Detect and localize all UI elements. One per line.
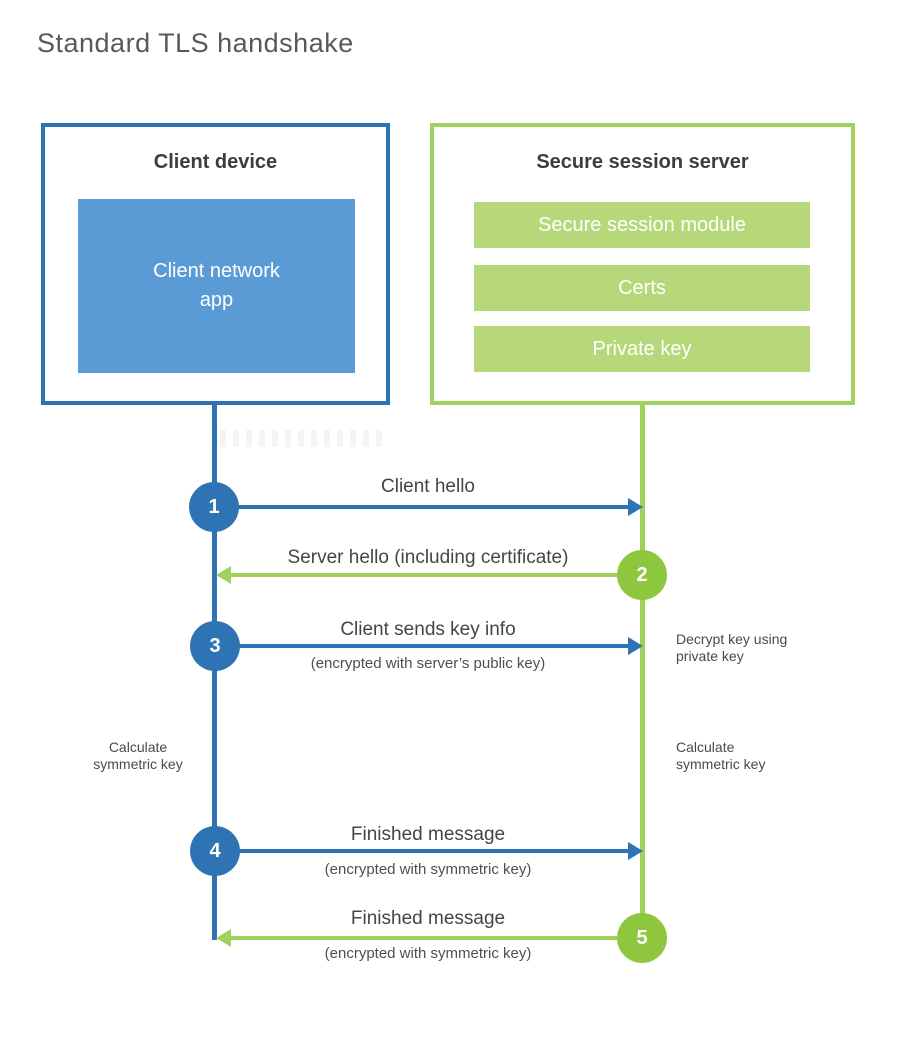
- step-circle-1: 1: [189, 482, 239, 532]
- server-module-certs: Certs: [474, 265, 810, 311]
- message-sublabel-key-info: (encrypted with server’s public key): [310, 655, 546, 672]
- arrow-line-step3: [214, 644, 628, 648]
- server-module-secure-session: Secure session module: [474, 202, 810, 248]
- message-label-finished-server: Finished message: [350, 908, 506, 929]
- client-lifeline: [212, 405, 217, 940]
- message-label-key-info: Client sends key info: [340, 619, 516, 640]
- step-circle-5: 5: [617, 913, 667, 963]
- page-title: Standard TLS handshake: [37, 28, 354, 58]
- server-module-private-key: Private key: [474, 326, 810, 372]
- arrow-line-step2: [231, 573, 642, 577]
- step-circle-4: 4: [190, 826, 240, 876]
- arrow-head-step4: [628, 842, 643, 860]
- note-calculate-symmetric-key-client: Calculate symmetric key: [93, 739, 183, 772]
- secure-session-server-title: Secure session server: [536, 151, 749, 173]
- arrow-line-step5: [231, 936, 642, 940]
- message-label-finished-client: Finished message: [350, 824, 506, 845]
- arrow-head-step2: [216, 566, 231, 584]
- note-calculate-symmetric-key-server: Calculate symmetric key: [676, 739, 766, 772]
- arrow-head-step1: [628, 498, 643, 516]
- secure-session-server-box: Secure session server Secure session mod…: [430, 123, 855, 405]
- note-decrypt-key: Decrypt key using private key: [676, 631, 788, 664]
- step-circle-3: 3: [190, 621, 240, 671]
- message-label-server-hello: Server hello (including certificate): [287, 547, 569, 568]
- faint-dashed-line: [220, 430, 386, 447]
- arrow-line-step4: [214, 849, 628, 853]
- message-label-client-hello: Client hello: [381, 476, 475, 497]
- client-device-title: Client device: [153, 151, 278, 173]
- arrow-head-step3: [628, 637, 643, 655]
- step-circle-2: 2: [617, 550, 667, 600]
- server-lifeline: [640, 405, 645, 957]
- client-network-app-box: Client network app: [78, 199, 355, 373]
- message-sublabel-finished-server: (encrypted with symmetric key): [324, 945, 532, 962]
- arrow-head-step5: [216, 929, 231, 947]
- arrow-line-step1: [214, 505, 628, 509]
- message-sublabel-finished-client: (encrypted with symmetric key): [324, 861, 532, 878]
- client-device-box: Client device Client network app: [41, 123, 390, 405]
